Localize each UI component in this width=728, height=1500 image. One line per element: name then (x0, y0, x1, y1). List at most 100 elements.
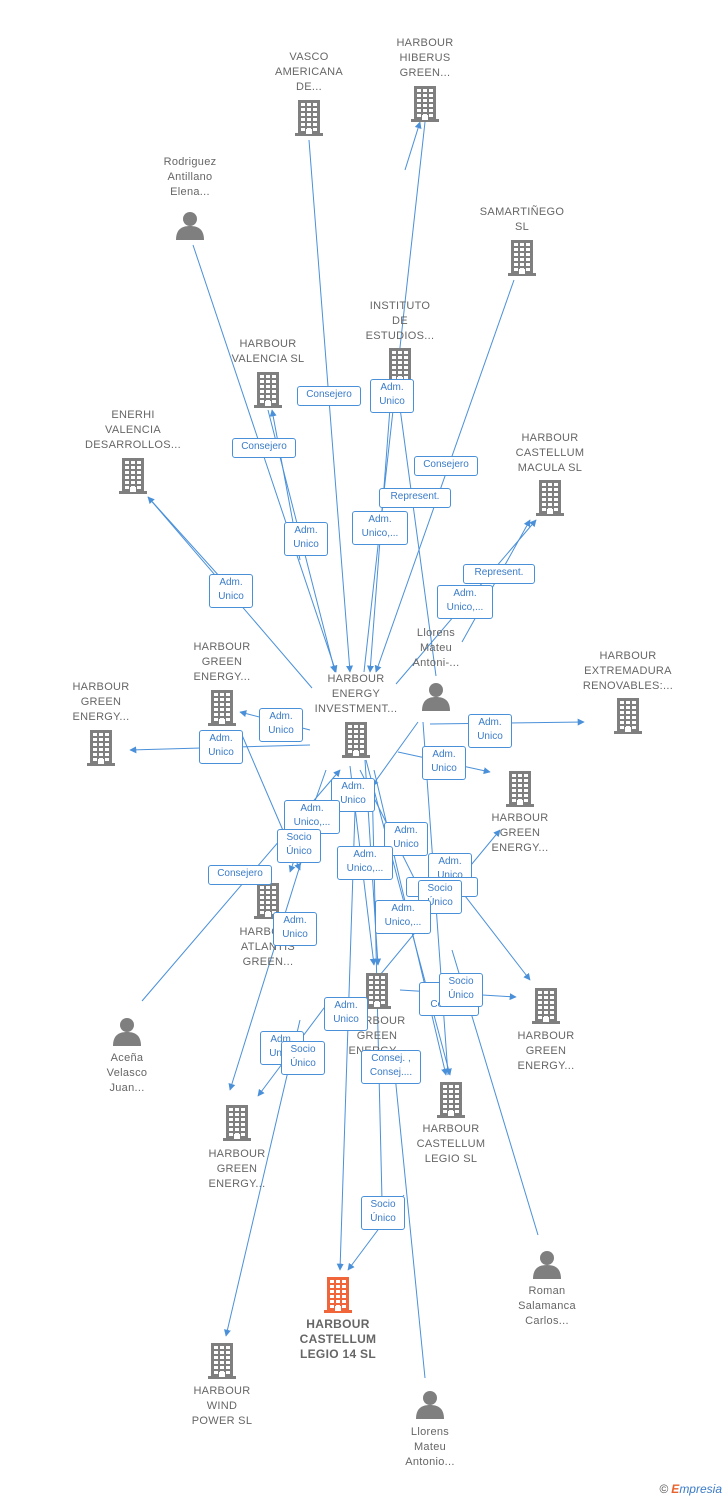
node-label-line: Carlos... (525, 1315, 569, 1327)
relation-label[interactable]: Consejero (414, 456, 478, 476)
relation-label[interactable]: Adm.Unico (199, 730, 243, 764)
edge-line (371, 721, 419, 787)
relation-label-line: Único (448, 990, 474, 1001)
relation-label[interactable]: Consejero (208, 865, 272, 885)
building-icon[interactable] (341, 722, 371, 763)
relation-label[interactable]: Adm.Unico (209, 574, 253, 608)
relation-label[interactable]: Adm. Unico (324, 997, 368, 1031)
person-icon[interactable] (532, 1249, 562, 1284)
person-icon[interactable] (175, 210, 205, 245)
relation-label[interactable]: Adm.Unico,... (337, 846, 393, 880)
building-icon[interactable] (207, 690, 237, 731)
node-label-line: CASTELLUM (416, 1138, 486, 1150)
node-label-line: SAMARTIÑEGO (479, 206, 565, 218)
person-icon[interactable] (112, 1016, 142, 1051)
relation-label-line: Unico,... (293, 817, 331, 828)
relation-label[interactable]: Represent. (463, 564, 535, 584)
node-label-line: Roman (528, 1285, 566, 1297)
node-label-line: LEGIO SL (424, 1153, 478, 1165)
relation-label[interactable]: Adm.Unico (273, 912, 317, 946)
node-label-line: Mateu (413, 1441, 447, 1453)
relation-label-line: Consejero (241, 441, 287, 452)
relation-label-line: Unico (282, 929, 308, 940)
relation-label-line: Socio (370, 1199, 396, 1210)
edge-line (228, 839, 309, 1091)
relation-label-line: Consej.... (369, 1067, 413, 1078)
building-icon[interactable] (253, 372, 283, 413)
node-label-line: Aceña (110, 1052, 144, 1064)
node-label-line: GREEN... (399, 67, 451, 79)
building-icon[interactable] (531, 988, 561, 1029)
relation-label[interactable]: Represent. (379, 488, 451, 508)
node-label-line: Velasco (106, 1067, 148, 1079)
building-icon[interactable] (436, 1082, 466, 1123)
building-icon[interactable] (410, 86, 440, 127)
relation-label-line: Adm. (269, 711, 293, 722)
person-icon[interactable] (421, 681, 451, 716)
footer-brand[interactable]: ©Empresia (659, 1482, 722, 1496)
relation-label[interactable]: Adm.Unico,... (375, 900, 431, 934)
building-icon[interactable] (222, 1105, 252, 1146)
relation-label-line: Adm. (380, 382, 404, 393)
relation-label-line: Adm. (334, 1000, 358, 1011)
relation-label[interactable]: Adm.Unico (468, 714, 512, 748)
relation-label-line: Represent. (390, 491, 440, 502)
building-icon[interactable] (613, 698, 643, 739)
relation-label[interactable]: Consejero (232, 438, 296, 458)
building-icon[interactable] (535, 480, 565, 521)
relation-label[interactable]: Adm.Unico (370, 379, 414, 413)
relation-label[interactable]: Adm.Unico (284, 522, 328, 556)
building-icon[interactable] (86, 730, 116, 771)
edge-line (192, 244, 338, 673)
relation-label-line: Adm. (391, 903, 415, 914)
relation-label-line: Adm. (341, 781, 365, 792)
relation-label[interactable]: Adm.Unico (422, 746, 466, 780)
building-icon[interactable] (323, 1277, 353, 1318)
relation-label-line: Unico,... (361, 528, 399, 539)
relation-label[interactable]: Adm.Unico (331, 778, 375, 812)
building-icon[interactable] (253, 883, 283, 924)
building-icon[interactable] (507, 240, 537, 281)
relation-label[interactable]: Consejero (297, 386, 361, 406)
relation-label[interactable]: Adm.Unico,... (437, 585, 493, 619)
relation-label[interactable]: Adm.Unico,... (352, 511, 408, 545)
node-label-line: POWER SL (191, 1415, 253, 1427)
building-icon[interactable] (505, 771, 535, 812)
relation-label[interactable]: Consej. ,Consej.... (361, 1050, 421, 1084)
person-icon[interactable] (415, 1389, 445, 1424)
building-icon[interactable] (207, 1343, 237, 1384)
relation-label-line: Unico (333, 1014, 359, 1025)
relation-label[interactable]: Adm.Unico (259, 708, 303, 742)
building-icon[interactable] (362, 973, 392, 1014)
node-label-line: HARBOUR (396, 37, 454, 49)
node-label-line: GREEN... (242, 956, 294, 968)
building-icon[interactable] (294, 100, 324, 141)
building-icon[interactable] (118, 458, 148, 499)
